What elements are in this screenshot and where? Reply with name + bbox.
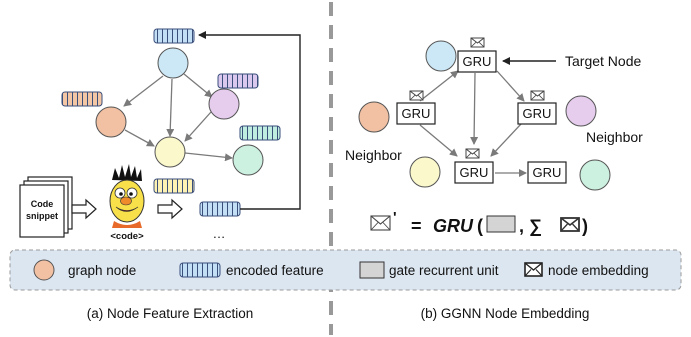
legend-node-embedding-label: node embedding — [548, 263, 649, 278]
legend-gru-label: gate recurrent unit — [389, 263, 499, 278]
formula: ' = GRU ( , ∑ ) — [370, 209, 588, 236]
node-circle-neighbor-left — [358, 101, 390, 133]
formula-close-paren: ) — [582, 216, 588, 236]
legend-graph-node-label: graph node — [68, 263, 136, 278]
gru-label-bottom: GRU — [460, 165, 489, 180]
legend-encoded-feature-swatch — [179, 262, 221, 278]
formula-gru: GRU — [433, 216, 474, 236]
feedback-arrow — [198, 31, 301, 210]
envelope-icon-bottom — [465, 148, 480, 159]
gru-label-right: GRU — [523, 106, 552, 121]
gru-edge-top-to-right — [496, 70, 525, 102]
encoder-mascot-icon — [109, 164, 145, 228]
graph-node-purple — [208, 88, 240, 120]
node-circle-target — [425, 40, 457, 72]
graph-node-green — [232, 144, 264, 176]
neighbor-label-left: Neighbor — [345, 147, 402, 163]
code-snippet-docs: Code snippet — [19, 176, 73, 238]
formula-equals: = — [411, 216, 422, 236]
formula-envelope-icon — [370, 215, 391, 231]
gru-box-left: GRU — [396, 102, 436, 125]
legend-graph-node-swatch — [33, 259, 55, 281]
hollow-arrow-2 — [157, 198, 183, 220]
edge-blue-purple — [183, 73, 213, 98]
envelope-icon-left — [409, 90, 424, 101]
encoded-feature-orange — [61, 91, 103, 107]
legend-encoded-feature-label: encoded feature — [226, 263, 324, 278]
gru-label-target: GRU — [463, 54, 492, 69]
node-circle-far — [579, 159, 611, 191]
edge-purple-yellow — [184, 111, 212, 142]
gru-box-bottom: GRU — [454, 161, 494, 184]
graph-node-blue — [157, 47, 189, 79]
target-node-label: Target Node — [565, 53, 641, 69]
mascot-label: <code> — [110, 231, 144, 242]
gru-edge-top-to-bottom — [470, 72, 479, 145]
formula-prime: ' — [393, 209, 397, 226]
gru-edge-left-to-bottom — [419, 124, 458, 157]
gru-box-right: GRU — [517, 102, 557, 125]
graph-node-yellow — [154, 136, 186, 168]
hollow-arrow-1 — [71, 198, 97, 220]
gru-edge-right-to-bottom — [490, 123, 522, 157]
gru-box-far: GRU — [527, 161, 567, 184]
edge-blue-yellow — [166, 78, 175, 137]
edge-blue-orange — [123, 75, 164, 107]
caption-left: (a) Node Feature Extraction — [87, 306, 254, 321]
ellipsis: … — [213, 226, 226, 241]
graph-node-orange — [95, 106, 127, 138]
encoded-feature-purple — [217, 73, 259, 89]
gru-edge-left-to-top — [419, 70, 459, 102]
envelope-icon-target — [470, 37, 485, 48]
edge-orange-yellow — [124, 129, 155, 147]
formula-comma-sum: , ∑ — [519, 216, 542, 236]
gru-box-target: GRU — [457, 50, 497, 73]
left-panel: Code snippet <code> … — [19, 28, 301, 242]
edge-yellow-green — [184, 152, 233, 162]
legend: graph node encoded feature gate recurren… — [9, 249, 682, 291]
caption-right: (b) GGNN Node Embedding — [421, 306, 590, 321]
right-panel: GRU GRU GRU GRU GRU Target Node Neighbor… — [345, 37, 643, 236]
node-circle-bottom — [409, 156, 441, 188]
neighbor-label-right: Neighbor — [586, 129, 643, 145]
formula-open-paren: ( — [477, 216, 483, 236]
encoded-feature-yellow — [153, 178, 195, 194]
legend-envelope-icon — [524, 262, 543, 277]
formula-gru-gray-box — [486, 215, 516, 233]
encoded-feature-output — [199, 201, 241, 217]
gru-label-far: GRU — [533, 165, 562, 180]
legend-gru-swatch — [359, 261, 385, 279]
code-doc-label-2: snippet — [26, 211, 58, 221]
gru-label-left: GRU — [402, 106, 431, 121]
node-circle-neighbor-right — [565, 95, 597, 127]
legend-box — [9, 249, 682, 291]
envelope-icon-right — [530, 90, 545, 101]
code-doc-label-1: Code — [31, 199, 54, 209]
encoded-feature-green — [239, 125, 281, 141]
formula-sum-envelope-icon — [560, 217, 580, 232]
encoded-feature-blue — [153, 28, 195, 44]
